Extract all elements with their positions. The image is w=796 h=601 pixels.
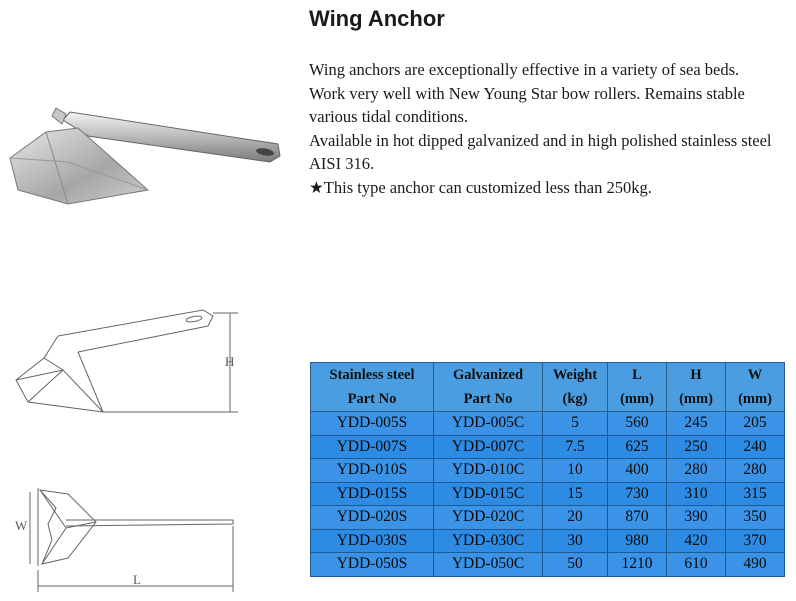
cell-width: 315: [725, 481, 785, 506]
description-line: Wing anchors are exceptionally effective…: [309, 60, 740, 79]
table-row: YDD-005S YDD-005C 5 560 245 205: [310, 411, 785, 436]
cell-weight: 30: [542, 528, 608, 553]
cell-length: 730: [607, 481, 667, 506]
cell-height: 280: [666, 458, 726, 483]
top-view-diagram: W L: [15, 488, 234, 592]
cell-galvanized: YDD-020C: [433, 505, 543, 530]
cell-width: 205: [725, 411, 785, 436]
description-line: Available in hot dipped galvanized and i…: [309, 130, 772, 174]
height-label: H: [225, 354, 234, 369]
cell-length: 980: [607, 528, 667, 553]
table-row: YDD-030S YDD-030C 30 980 420 370: [310, 528, 785, 553]
cell-height: 390: [666, 505, 726, 530]
cell-height: 245: [666, 411, 726, 436]
cell-height: 610: [666, 552, 726, 577]
cell-weight: 10: [542, 458, 608, 483]
cell-width: 280: [725, 458, 785, 483]
cell-weight: 5: [542, 411, 608, 436]
cell-length: 560: [607, 411, 667, 436]
cell-length: 1210: [607, 552, 667, 577]
width-label: W: [15, 518, 28, 533]
cell-width: 490: [725, 552, 785, 577]
cell-galvanized: YDD-050C: [433, 552, 543, 577]
cell-weight: 20: [542, 505, 608, 530]
cell-weight: 7.5: [542, 434, 608, 459]
anchor-photo: [9, 107, 281, 205]
header-length: L(mm): [607, 362, 667, 412]
description-line: Work very well with New Young Star bow r…: [309, 83, 745, 127]
cell-width: 240: [725, 434, 785, 459]
cell-width: 370: [725, 528, 785, 553]
cell-galvanized: YDD-030C: [433, 528, 543, 553]
table-row: YDD-010S YDD-010C 10 400 280 280: [310, 458, 785, 483]
product-description: Wing anchors are exceptionally effective…: [309, 58, 794, 199]
table-row: YDD-007S YDD-007C 7.5 625 250 240: [310, 434, 785, 459]
cell-height: 310: [666, 481, 726, 506]
cell-width: 350: [725, 505, 785, 530]
cell-galvanized: YDD-007C: [433, 434, 543, 459]
table-row: YDD-050S YDD-050C 50 1210 610 490: [310, 552, 785, 577]
cell-galvanized: YDD-015C: [433, 481, 543, 506]
cell-stainless: YDD-005S: [310, 411, 434, 436]
cell-weight: 50: [542, 552, 608, 577]
cell-galvanized: YDD-010C: [433, 458, 543, 483]
cell-stainless: YDD-020S: [310, 505, 434, 530]
cell-stainless: YDD-010S: [310, 458, 434, 483]
cell-stainless: YDD-050S: [310, 552, 434, 577]
cell-height: 420: [666, 528, 726, 553]
length-label: L: [133, 572, 141, 587]
cell-stainless: YDD-030S: [310, 528, 434, 553]
cell-height: 250: [666, 434, 726, 459]
cell-galvanized: YDD-005C: [433, 411, 543, 436]
table-row: YDD-015S YDD-015C 15 730 310 315: [310, 481, 785, 506]
header-height: H(mm): [666, 362, 726, 412]
header-weight: Weight(kg): [542, 362, 608, 412]
cell-length: 625: [607, 434, 667, 459]
table-row: YDD-020S YDD-020C 20 870 390 350: [310, 505, 785, 530]
header-width: W(mm): [725, 362, 785, 412]
cell-stainless: YDD-007S: [310, 434, 434, 459]
page-title: Wing Anchor: [309, 6, 445, 31]
cell-length: 400: [607, 458, 667, 483]
side-view-diagram: H: [15, 309, 238, 413]
cell-stainless: YDD-015S: [310, 481, 434, 506]
cell-length: 870: [607, 505, 667, 530]
description-line: ★This type anchor can customized less th…: [309, 177, 652, 197]
cell-weight: 15: [542, 481, 608, 506]
